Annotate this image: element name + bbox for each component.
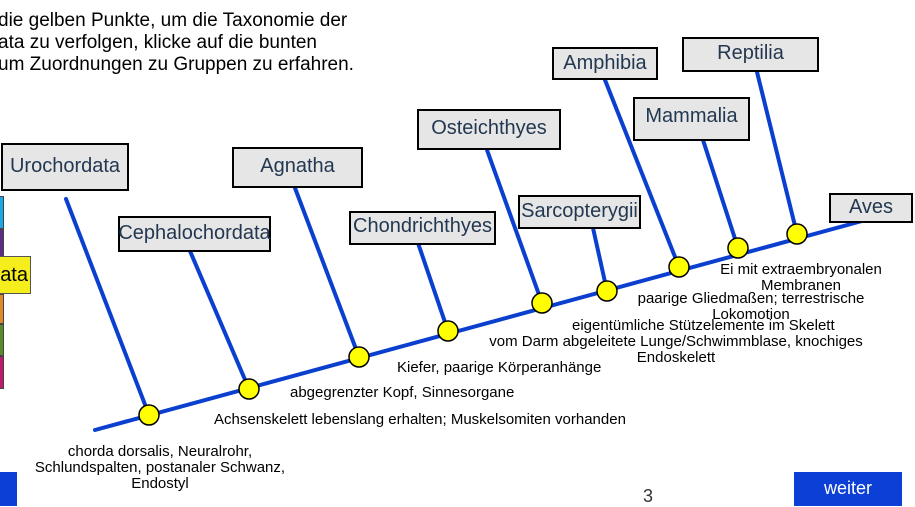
trait-label-5: vom Darm abgeleitete Lunge/Schwimmblase,… bbox=[484, 334, 868, 366]
trait-1-line-3: Endostyl bbox=[131, 475, 189, 492]
trait-label-6: eigentümliche Stützelemente im Skelett bbox=[572, 317, 835, 334]
left-color-bar-magenta[interactable] bbox=[0, 356, 4, 389]
trait-7-line-1: paarige Gliedmaßen; terrestrische bbox=[637, 290, 865, 307]
branch-osteichthyes bbox=[485, 148, 544, 305]
node-dot-2[interactable] bbox=[238, 378, 260, 400]
node-dot-3[interactable] bbox=[348, 346, 370, 368]
taxon-box-mammalia[interactable]: Mammalia bbox=[633, 97, 750, 141]
branch-sarcopterygii bbox=[591, 226, 609, 293]
trait-5-line-1: vom Darm abgeleitete Lunge/Schwimmblase,… bbox=[489, 333, 863, 350]
taxon-box-chondrichthyes[interactable]: Chondrichthyes bbox=[349, 211, 496, 245]
trait-label-1: chorda dorsalis, Neuralrohr, Schlundspal… bbox=[28, 444, 292, 492]
taxon-box-agnatha[interactable]: Agnatha bbox=[232, 147, 363, 188]
taxon-box-reptilia[interactable]: Reptilia bbox=[682, 37, 819, 72]
branch-reptilia bbox=[755, 70, 799, 236]
taxon-box-amphibia[interactable]: Amphibia bbox=[552, 47, 658, 80]
trait-label-4: Kiefer, paarige Körperanhänge bbox=[397, 359, 602, 376]
page-number: 3 bbox=[643, 486, 654, 506]
branch-amphibia bbox=[603, 78, 681, 269]
trait-label-2: Achsenskelett lebenslang erhalten; Muske… bbox=[214, 411, 626, 428]
branch-chondrichthyes bbox=[416, 241, 450, 333]
trait-label-8: Ei mit extraembryonalen Membranen bbox=[708, 262, 894, 294]
branch-cephalochordata bbox=[188, 249, 251, 391]
node-dot-4[interactable] bbox=[437, 320, 459, 342]
next-button[interactable]: weiter bbox=[794, 472, 902, 506]
taxon-box-aves[interactable]: Aves bbox=[829, 193, 913, 223]
instruction-text: die gelben Punkte, um die Taxonomie der … bbox=[0, 10, 418, 76]
instruction-line-1: die gelben Punkte, um die Taxonomie der bbox=[0, 10, 348, 31]
left-color-bar-green[interactable] bbox=[0, 324, 4, 356]
taxon-box-urochordata[interactable]: Urochordata bbox=[1, 143, 129, 191]
trait-8-line-1: Ei mit extraembryonalen bbox=[720, 261, 882, 278]
node-dot-8[interactable] bbox=[727, 237, 749, 259]
trait-7-line-2: Lokomotion bbox=[712, 306, 790, 323]
branch-agnatha bbox=[293, 186, 361, 359]
node-dot-5[interactable] bbox=[531, 292, 553, 314]
node-dot-1[interactable] bbox=[138, 404, 160, 426]
partial-group-label[interactable]: ata bbox=[0, 256, 31, 294]
back-button[interactable] bbox=[0, 472, 17, 506]
left-color-bar-orange[interactable] bbox=[0, 294, 4, 324]
taxon-box-cephalochordata[interactable]: Cephalochordata bbox=[118, 216, 271, 252]
trait-label-7: paarige Gliedmaßen; terrestrische Lokomo… bbox=[631, 291, 871, 323]
trait-1-line-1: chorda dorsalis, Neuralrohr, bbox=[67, 443, 253, 460]
taxon-box-sarcopterygii[interactable]: Sarcopterygii bbox=[518, 195, 641, 229]
node-dot-7[interactable] bbox=[668, 256, 690, 278]
trait-5-line-2: Endoskelett bbox=[636, 349, 716, 366]
taxon-box-osteichthyes[interactable]: Osteichthyes bbox=[417, 109, 561, 150]
node-dot-6[interactable] bbox=[596, 280, 618, 302]
instruction-line-3: um Zuordnungen zu Gruppen zu erfahren. bbox=[0, 54, 354, 75]
trait-label-3: abgegrenzter Kopf, Sinnesorgane bbox=[290, 384, 515, 401]
branch-mammalia bbox=[701, 138, 740, 250]
trait-1-line-2: Schlundspalten, postanaler Schwanz, bbox=[34, 459, 286, 476]
node-dot-9[interactable] bbox=[786, 223, 808, 245]
instruction-line-2: ata zu verfolgen, klicke auf die bunten bbox=[0, 32, 317, 53]
left-color-bar-cyan[interactable] bbox=[0, 196, 4, 229]
trait-8-line-2: Membranen bbox=[760, 277, 842, 294]
branch-urochordata bbox=[64, 197, 151, 417]
